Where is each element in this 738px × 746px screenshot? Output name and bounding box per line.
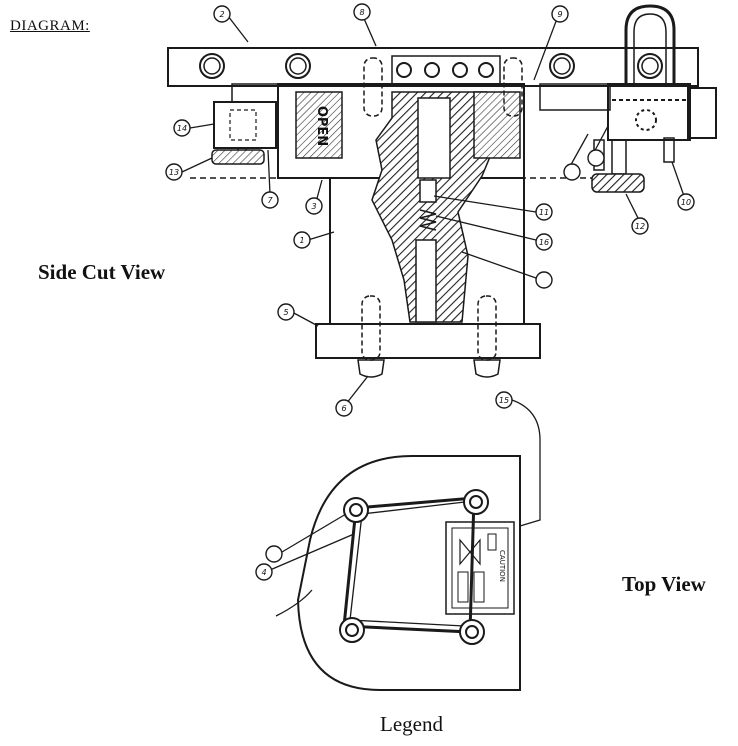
base-plate [315,323,541,359]
callout-12: 12 [635,222,645,231]
bar-hole-1 [199,53,225,79]
callout-9: 9 [557,10,562,19]
padlock-shackle [624,4,676,84]
side-callouts [181,13,685,527]
callout-13: 13 [169,168,179,177]
spring [419,209,437,231]
plunger-bore [417,97,451,179]
callout-16: 16 [539,238,549,247]
callout-3: 3 [311,202,316,211]
open-panel [295,91,343,159]
caution-plate [445,521,515,615]
top-view-label: Top View [622,572,706,596]
caution-marking: CAUTION [498,550,506,582]
bolt-head-right [473,359,501,378]
left-clamp [213,101,277,149]
left-knob [211,149,265,165]
callout-10: 10 [681,198,691,207]
callout-1: 1 [299,236,304,245]
bar-hole-3 [549,53,575,79]
callout-15: 15 [499,396,509,405]
open-marking: OPEN [314,106,329,146]
callout-8: 8 [359,8,364,17]
callout-6: 6 [341,404,346,413]
legend-caption: Legend [380,712,443,736]
callout-circles [165,3,695,417]
top-bar [167,47,699,87]
bar-hole-2 [285,53,311,79]
callout-7: 7 [267,196,273,205]
callout-4: 4 [261,568,266,577]
side-cut-view [167,4,717,378]
right-knob [591,173,645,193]
top-view [296,455,521,691]
top-callouts [269,513,355,617]
callout-5: 5 [283,308,288,317]
side-cut-view-label: Side Cut View [38,260,166,284]
warning-icon [459,538,481,566]
plunger-pin [419,179,437,203]
top-view-outline [296,455,521,691]
padlock-body [607,83,691,141]
callout-numbers: 2 8 9 14 13 7 3 1 5 6 12 10 11 16 15 4 [169,8,691,577]
callout-14: 14 [177,124,187,133]
callout-2: 2 [219,10,224,19]
diagram-heading: DIAGRAM: [10,18,90,34]
bolt-head-left [357,359,385,378]
callout-11: 11 [539,208,549,217]
